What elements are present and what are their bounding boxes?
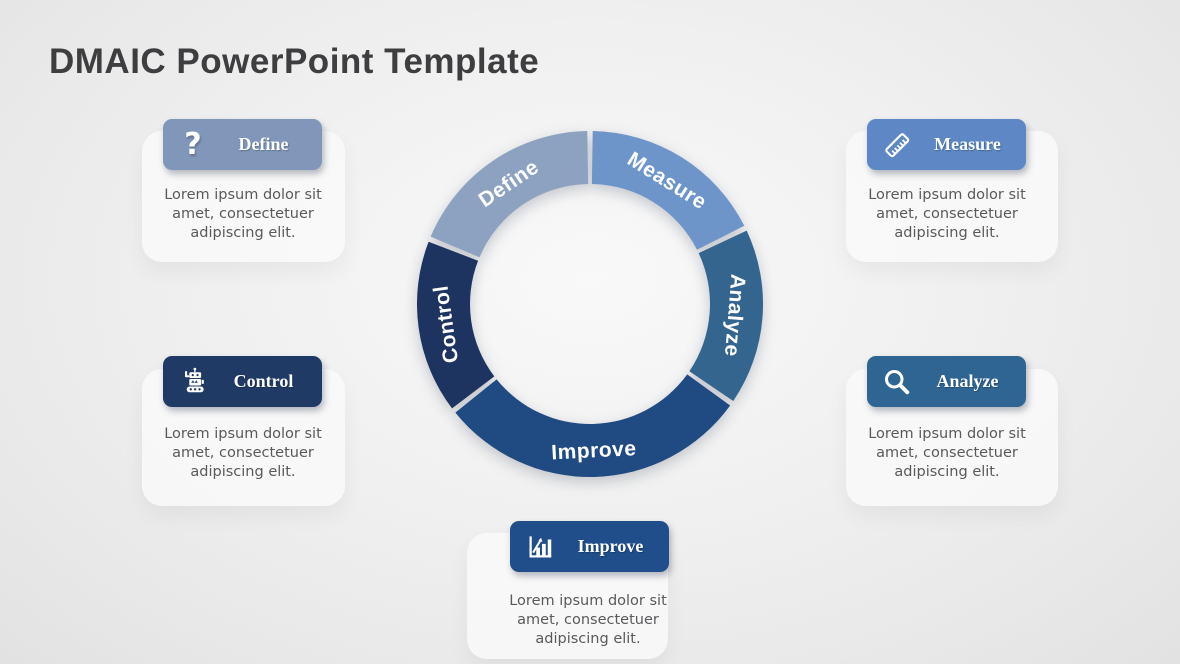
segment-improve[interactable]: [455, 374, 731, 477]
define-button[interactable]: ? Define: [163, 119, 322, 170]
description-line: amet, consectetuer: [172, 206, 314, 222]
description-line: amet, consectetuer: [172, 445, 314, 461]
define-description: Lorem ipsum dolor sit amet, consectetuer…: [147, 186, 339, 243]
description-line: Lorem ipsum dolor sit: [164, 426, 322, 442]
improve-button-label: Improve: [577, 536, 644, 556]
description-line: amet, consectetuer: [876, 206, 1018, 222]
segment-analyze[interactable]: [689, 230, 763, 401]
ruler-icon: [875, 130, 919, 160]
description-line: adipiscing elit.: [535, 631, 641, 647]
segment-measure[interactable]: [591, 131, 745, 250]
description-line: Lorem ipsum dolor sit: [164, 187, 322, 203]
question-icon: ?: [184, 126, 202, 162]
control-button-label: Control: [233, 371, 294, 391]
ring-label-improve: Improve: [551, 437, 637, 464]
description-line: amet, consectetuer: [517, 612, 659, 628]
description-line: amet, consectetuer: [876, 445, 1018, 461]
description-line: adipiscing elit.: [190, 225, 296, 241]
description-line: Lorem ipsum dolor sit: [868, 426, 1026, 442]
measure-button[interactable]: Measure: [867, 119, 1026, 170]
bar-chart-icon: [518, 532, 562, 562]
description-line: adipiscing elit.: [894, 464, 1000, 480]
segment-define[interactable]: [430, 131, 589, 258]
improve-description: Lorem ipsum dolor sit amet, consectetuer…: [492, 592, 684, 649]
define-button-label: Define: [238, 134, 289, 154]
segment-control[interactable]: [417, 241, 495, 409]
analyze-button-label: Analyze: [936, 371, 999, 391]
analyze-button[interactable]: Analyze: [867, 356, 1026, 407]
measure-description: Lorem ipsum dolor sit amet, consectetuer…: [851, 186, 1043, 243]
measure-button-label: Measure: [934, 134, 1001, 154]
improve-button[interactable]: Improve: [510, 521, 669, 572]
magnifier-icon: [875, 367, 919, 397]
description-line: adipiscing elit.: [894, 225, 1000, 241]
page-title: DMAIC PowerPoint Template: [49, 42, 540, 81]
description-line: Lorem ipsum dolor sit: [509, 593, 667, 609]
description-line: adipiscing elit.: [190, 464, 296, 480]
robot-icon: [171, 367, 215, 397]
description-line: Lorem ipsum dolor sit: [868, 187, 1026, 203]
control-description: Lorem ipsum dolor sit amet, consectetuer…: [147, 425, 339, 482]
analyze-description: Lorem ipsum dolor sit amet, consectetuer…: [851, 425, 1043, 482]
control-button[interactable]: Control: [163, 356, 322, 407]
